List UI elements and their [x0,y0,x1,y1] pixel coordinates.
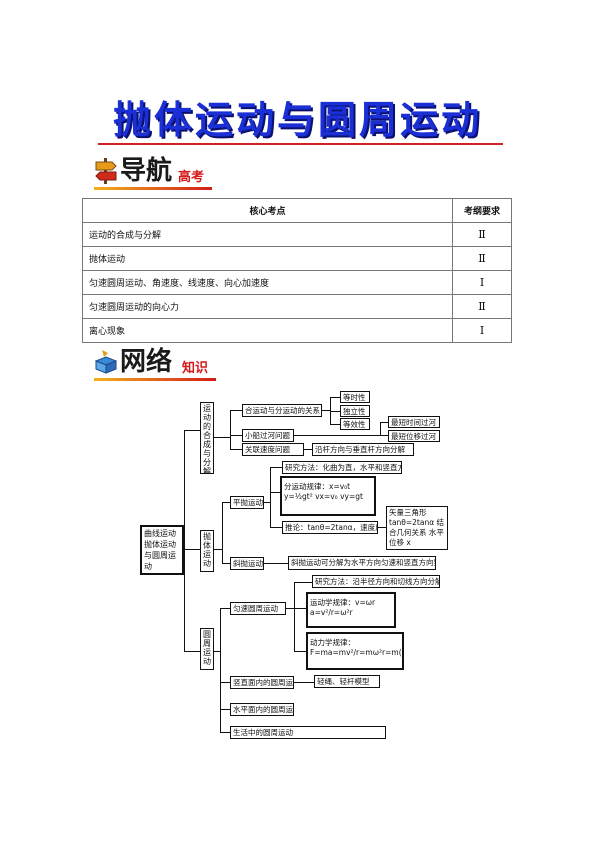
branch-node: 运动的合成与分解 [200,402,214,474]
connector [220,732,230,734]
table-header-row: 核心考点 考纲要求 [82,198,512,223]
topic-cell: 匀速圆周运动的向心力 [82,294,453,319]
table-row: 离心现象 Ⅰ [82,318,512,343]
page-title: 抛体运动与圆周运动 [112,97,482,142]
table-row: 匀速圆周运动的向心力 Ⅱ [82,294,512,319]
book-icon [94,350,118,374]
connector [214,549,222,551]
section-header-network: 网络 知识 [94,347,219,381]
column-header-topic: 核心考点 [82,198,453,223]
node: 动力学规律：F=ma=mv²/r=mω²r=m(2π/T)²r [306,632,404,670]
connector [378,527,386,529]
connector [294,682,314,684]
connector [270,467,282,469]
connector [380,422,382,436]
connector [270,492,280,494]
connector [222,502,230,504]
section-underline [94,187,212,190]
connector [222,563,230,565]
node: 生活中的圆周运动 [230,726,386,739]
connector [230,410,242,412]
connector [220,608,230,610]
connector [286,608,294,610]
connector [184,651,200,653]
branch-node: 圆周运动 [200,628,214,670]
level-cell: Ⅰ [452,318,512,343]
node: 平抛运动 [230,496,264,509]
connector [230,449,242,451]
node: 水平面内的圆周运动 [230,703,294,716]
connector [322,410,330,412]
level-cell: Ⅱ [452,246,512,271]
node: 小船过河问题 [242,429,294,442]
connector [264,563,288,565]
connector [230,435,242,437]
connector [294,608,306,610]
root-node: 曲线运动抛体运动与圆周运动 [140,525,184,575]
section-header-gaokao: 导航 高考 [94,156,214,190]
section-title: 导航 [120,156,173,186]
connector [184,430,186,652]
connector [184,549,200,551]
connector [214,651,220,653]
node: 等时性 [340,391,370,403]
node: 矢量三角形 tanθ=2tanα 结合几何关系 水平位移 x [386,506,448,550]
node: 轻绳、轻杆模型 [314,675,380,688]
connector [294,651,306,653]
node: 合运动与分运动的关系 [242,404,322,417]
node: 斜抛运动 [230,557,264,570]
section-underline [94,378,216,381]
connector [184,430,200,432]
connector [380,435,388,437]
table-row: 匀速圆周运动、角速度、线速度、向心加速度 Ⅰ [82,270,512,295]
section-title: 网络 [120,347,173,377]
node: 最短时间过河 [388,416,440,428]
section-subtitle: 高考 [178,170,205,185]
branch-node: 抛体运动 [200,530,214,572]
level-cell: Ⅱ [452,294,512,319]
topic-cell: 匀速圆周运动、角速度、线速度、向心加速度 [82,270,453,295]
requirements-table: 核心考点 考纲要求 运动的合成与分解 Ⅱ 抛体运动 Ⅱ 匀速圆周运动、角速度、线… [82,198,512,343]
node: 独立性 [340,405,370,417]
title-underline [98,143,503,145]
connector [220,709,230,711]
node: 沿杆方向与垂直杆方向分解 [312,443,414,456]
node: 运动学规律：v=ωr a=v²/r=ω²r [306,592,396,628]
connector [294,582,296,652]
connector [270,527,282,529]
connector [220,682,230,684]
section-subtitle: 知识 [182,361,209,376]
node: 等效性 [340,418,370,430]
node: 分运动规律：x=v₀t y=½gt² vx=v₀ vy=gt [280,476,376,516]
signpost-icon [95,158,117,184]
connector [304,449,312,451]
node: 匀速圆周运动 [230,602,286,615]
connector [294,582,312,584]
connector [214,437,230,439]
node: 最短位移过河 [388,430,440,442]
connector [380,422,388,424]
connector [330,411,340,413]
connector [294,435,380,437]
connector [330,424,340,426]
connector [264,502,270,504]
node: 关联速度问题 [242,443,304,456]
column-header-level: 考纲要求 [452,198,512,223]
node: 竖直面内的圆周运动 [230,676,294,689]
connector [270,467,272,528]
node: 研究方法：化曲为直，水平和竖直方向分解 [282,461,402,474]
connector [220,608,222,733]
connector [230,410,232,450]
connector [330,397,340,399]
node: 推论：tanθ=2tanα，速度反向延长线过水平位移中点 [282,521,378,534]
connector [222,502,224,564]
topic-cell: 离心现象 [82,318,453,343]
node: 研究方法：沿半径方向和切线方向分解 [312,575,440,588]
node: 斜抛运动可分解为水平方向匀速和竖直方向竖直上抛 [288,556,436,570]
